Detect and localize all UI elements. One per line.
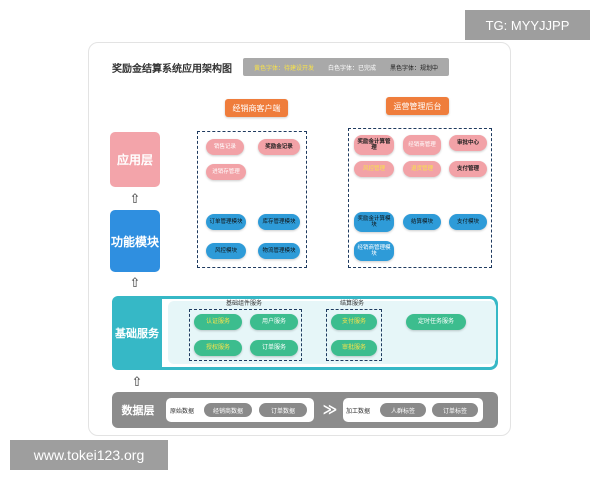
watermark-top: TG: MYYJJPP <box>465 10 590 40</box>
raw-data-label: 原始数据 <box>170 408 195 415</box>
legend: 黄色字体：待建设开发 白色字体：已完成 黑色字体：规划中 <box>243 58 449 76</box>
layer-func: 功能模块 <box>110 210 160 272</box>
module-stock-mgmt: 库存管理模块 <box>258 214 300 230</box>
module-payment: 支付模块 <box>449 214 487 230</box>
module-order-mgmt: 订单管理模块 <box>206 214 246 230</box>
header-admin: 运营管理后台 <box>386 97 449 115</box>
arrow-up-icon: ⇧ <box>129 275 141 291</box>
module-return-mgmt: 退货管理 <box>403 161 441 177</box>
arrow-up-icon: ⇧ <box>129 191 141 207</box>
group-settlement-label: 结算服务 <box>340 300 365 307</box>
module-bonus-calc: 奖励金计算模块 <box>354 212 394 232</box>
legend-white: 白色字体：已完成 <box>327 64 376 72</box>
watermark-bottom: www.tokei123.org <box>10 440 168 470</box>
legend-yellow: 黄色字体：待建设开发 <box>253 64 314 72</box>
module-approval-center: 审批中心 <box>449 135 487 151</box>
service-order: 订单服务 <box>250 340 298 356</box>
data-order: 订单数据 <box>259 403 307 417</box>
layer-data: 数据层 <box>121 404 155 417</box>
module-bonus-calc-mgmt: 奖励金计算管理 <box>354 135 394 155</box>
module-dealer-mgmt: 经销商管理 <box>403 135 441 155</box>
module-bonus-record: 奖励金记录 <box>258 139 300 155</box>
admin-module-box <box>348 128 492 268</box>
service-payment: 支付服务 <box>331 314 377 330</box>
basic-components-box <box>189 309 302 361</box>
module-settlement: 结算模块 <box>403 214 441 230</box>
module-dealer-mgmt-func: 经销商管理模块 <box>354 241 394 261</box>
service-user: 用户服务 <box>250 314 298 330</box>
module-risk-mgmt: 风控管理 <box>354 161 394 177</box>
arrow-up-icon: ⇧ <box>131 374 143 390</box>
service-auth: 认证服务 <box>194 314 242 330</box>
settlement-box <box>326 309 382 361</box>
client-module-box <box>197 131 307 268</box>
legend-black: 黑色字体：规划中 <box>389 64 438 72</box>
layer-base: 基础服务 <box>112 296 162 370</box>
data-order-tag: 订单标签 <box>432 403 478 417</box>
data-dealer: 经销商数据 <box>204 403 252 417</box>
service-approval: 审批服务 <box>331 340 377 356</box>
layer-app: 应用层 <box>110 132 160 187</box>
service-authorization: 授权服务 <box>194 340 242 356</box>
module-sales-record: 销售记录 <box>206 139 244 155</box>
chevron-right-icon: ≫ <box>322 402 338 418</box>
module-payment-mgmt: 支付管理 <box>449 161 487 177</box>
module-risk-control: 风控模块 <box>206 243 246 259</box>
processed-data-label: 加工数据 <box>346 408 371 415</box>
service-scheduled-task: 定时任务服务 <box>406 314 466 330</box>
module-inventory-mgmt: 进销存管理 <box>206 164 246 180</box>
diagram-title: 奖励金结算系统应用架构图 <box>112 64 232 75</box>
header-client: 经销商客户端 <box>225 99 288 117</box>
data-crowd-tag: 人群标签 <box>380 403 426 417</box>
group-basic-components-label: 基础组件服务 <box>226 300 263 307</box>
module-logistics-mgmt: 物流管理模块 <box>258 243 300 259</box>
